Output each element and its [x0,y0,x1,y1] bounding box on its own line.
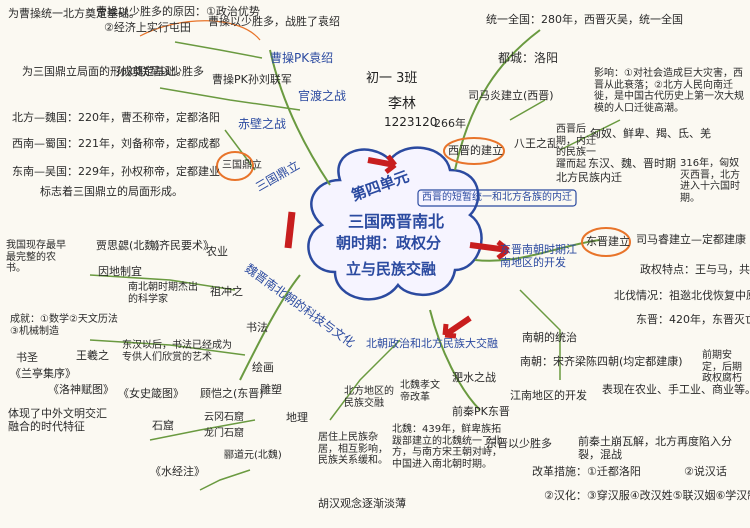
ethnic: 西晋后期，内迁的民族一躍而起 [556,124,596,170]
wei: 北方—魏国：220年，曹丕称帝，定都洛阳 [12,111,220,124]
north-branch: 北朝政治和北方民族大交融 [366,337,498,350]
xijin-node: 西晋的建立 [448,144,503,157]
qimin: 《齐民要术》 [148,239,214,252]
xijin-influence: 影响：①对社会造成巨大灾害，西晋从此衰落；②北方人民向南迁徙，是中国古代历史上第… [594,68,744,114]
nanchao: 南朝的统治 [522,331,577,344]
agri: 农业 [206,245,228,258]
sima: 司马睿建立—定都建康 [636,233,746,246]
caocao-unify: 为曹操统一北方奠定基础。 [8,7,140,20]
nvshi: 《女史箴图》 [118,387,184,400]
center-line2: 三国两晋南北 [348,212,445,231]
feishui: 淝水之战 [452,371,496,384]
xijin-founder: 司马炎建立(西晋) [468,89,554,102]
guandu-node: 曹操PK袁绍 [270,51,334,65]
fusion: 体现了中外文明交汇融合的时代特征 [8,407,107,433]
center-line3: 朝时期：政权分 [336,234,442,252]
circle-xijin [443,137,505,165]
nanbei: 南北朝时期杰出的科学家 [128,282,198,305]
dongjin-feature: 政权特点：王与马，共天下 [640,263,750,276]
arrow-right [469,242,509,253]
student-name: 李林 [388,96,416,112]
dongjin-branch: 东晋南朝时期江南地区的开发 [500,243,577,269]
tribes: 匈奴、鲜卑、羯、氐、羌 [590,127,711,140]
sunliu: 孙刘联军以少胜多 [116,65,204,78]
north-situ: 北伐情况：祖逖北伐恢复中原 [614,289,750,302]
li-daoyuan: 郦道元(北魏) [224,450,282,461]
center-line4: 立与民族交融 [346,260,437,278]
reform-hanyu: ②说汉话 [684,465,727,478]
qinjin: 前秦PK东晋 [452,405,510,418]
jiangnan: 江南地区的开发 [510,389,587,402]
luoshen: 《洛神赋图》 [48,383,114,396]
center-cloud [307,146,483,301]
arrow-bottom [443,315,472,338]
chibi-battle: 赤壁之战 [238,117,287,131]
reform: 改革措施：①迁都洛阳 [532,465,641,478]
wang: 王羲之 [76,349,109,362]
short-unify: 西晋的短暂统一和北方各族的内迁 [422,192,572,203]
yungang: 云冈石窟 [204,412,244,423]
shuijing: 《水经注》 [150,465,205,478]
lanting: 《兰亭集序》 [10,367,76,380]
calligraphy: 书法 [246,321,268,334]
zuchong: 祖冲之 [210,285,243,298]
wu: 东南—吴国：229年，孙权称帝，定都建业 [12,165,220,178]
jiangnan-develop: 表现在农业、手工业、商业等。 [602,383,750,396]
xijin-unify: 统一全国：280年，西晋灭吴，统一全国 [486,13,683,26]
east: 东汉以后，书法已经成为专供人们欣赏的艺术 [122,340,232,363]
dongjin-note: 东汉、魏、晋时期 [588,157,676,170]
sculpture: 雕塑 [260,383,282,396]
ba-wang: 八王之乱 [514,137,558,150]
circle-dongjin [581,227,631,257]
qinjin-result: 东晋以少胜多 [486,437,552,450]
dongjin-founding: 东晋：420年，东晋灭亡 [636,313,750,326]
class-label: 初一 3班 [366,71,418,86]
xiaowen: 北魏孝文帝改革 [400,380,440,403]
grotto: 石窟 [152,419,174,432]
sanguo-base: 为三国鼎立局面的形成奠定基础。 [22,65,187,78]
local: 因地制宜 [98,265,142,278]
box-short-unify [417,189,577,207]
north-ethnic: 北方地区的民族交融 [344,386,394,409]
arrow-top [367,157,396,168]
hu-han: 胡汉观念逐渐淡薄 [318,497,406,510]
dongjin-node: 东晋建立 [586,235,630,248]
caocao-reason1: 曹操以少胜多的原因：①政治优势 [96,5,260,18]
student-id: 1223120 [384,115,438,129]
longmen: 龙门石窟 [204,428,244,439]
north-minority: 北方民族内迁 [556,171,622,184]
jia: 贾思勰(北魏) [96,239,160,252]
qinjin-break: 前秦土崩瓦解，北方再度陷入分裂，混战 [578,435,732,461]
shusheng: 书圣 [16,351,38,364]
nanchao-later: 前期安定，后期政权腐朽 [702,350,742,384]
circle-sanguo [216,151,254,181]
chibi-vs: 曹操PK孙刘联军 [212,73,292,86]
guandu-battle: 官渡之战 [298,89,347,103]
nanchao-seq: 南朝：宋齐梁陈四朝(均定都建康) [520,355,683,368]
shu: 西南—蜀国：221年，刘备称帝，定都成都 [12,137,220,150]
caocao-reason2: ②经济上实行屯田 [104,21,191,34]
xijin-fall: 316年，匈奴灭西晋，北方进入十六国时期。 [680,158,740,204]
painting: 绘画 [252,361,274,374]
geo: 地理 [286,411,308,424]
caocao-title: 曹操以少胜多，战胜了袁绍 [208,15,340,28]
xijin-capital: 都城：洛阳 [498,51,559,65]
reform2: ②汉化：③穿汉服④改汉姓⑤联汉姻⑥学汉制 [544,489,750,502]
most: 我国现存最早最完整的农书。 [6,240,66,274]
sanguo-circle: 三国鼎立 [222,160,262,171]
ethnic-life: 居住上民族杂居，相互影响，民族关系缓和。 [318,432,388,466]
xiaowen-detail: 北魏：439年，鲜卑族拓跋部建立的北魏统一了北方，与南方宋王朝对峙，中国进入南北… [392,424,502,470]
sanguo-mark: 标志着三国鼎立的局面形成。 [40,185,183,198]
arrow-left [284,211,296,249]
zu-ach: 成就：①数学②天文历法③机械制造 [10,314,118,337]
xijin-year: 266年 [434,117,466,130]
gu: 顾恺之(东晋) [200,387,264,400]
